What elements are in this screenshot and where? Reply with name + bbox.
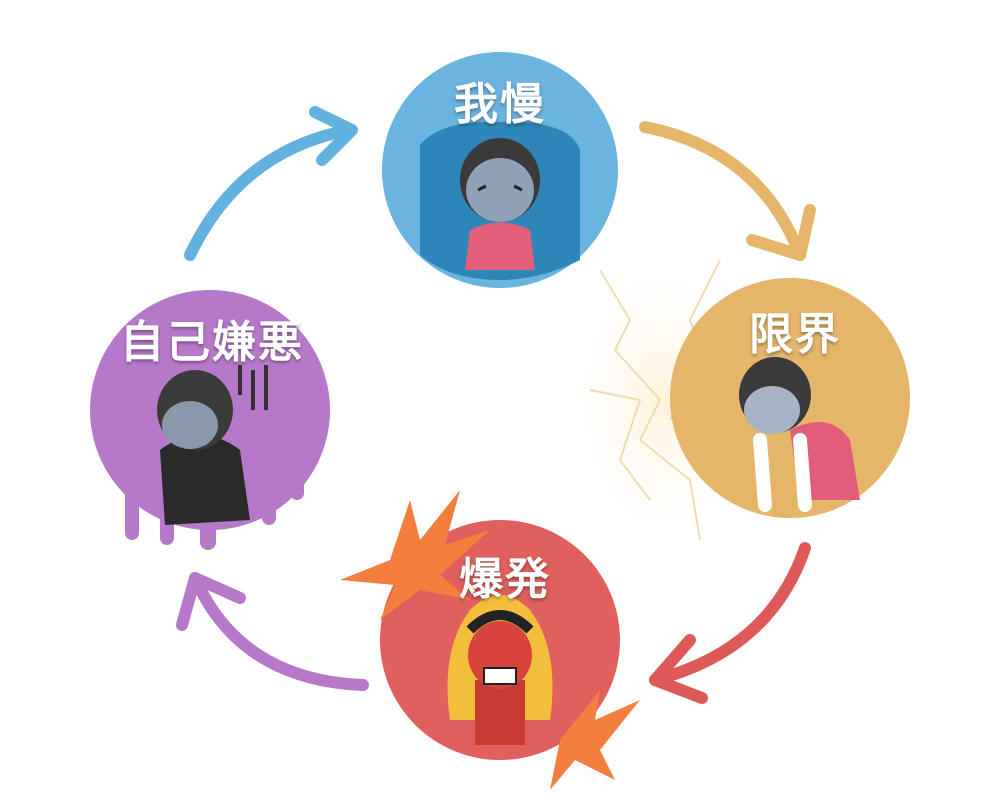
man-exploding — [447, 595, 553, 745]
stage-label-bakuhatsu: 爆発 — [459, 554, 551, 605]
arrow-blue — [184, 106, 358, 261]
stage-label-gaman: 我慢 — [454, 79, 546, 130]
arrow-purple — [176, 572, 369, 691]
explosion-icon — [340, 490, 490, 620]
arrow-red — [649, 542, 811, 704]
stage-label-jikoken: 自己嫌悪 — [120, 317, 304, 368]
explosion-icon-2 — [550, 690, 640, 790]
woman-collapsing — [739, 357, 860, 512]
arrow-gold — [639, 121, 816, 261]
woman-self-loathing — [157, 365, 268, 525]
woman-enduring — [460, 138, 540, 270]
stage-label-genkai: 限界 — [749, 309, 841, 360]
